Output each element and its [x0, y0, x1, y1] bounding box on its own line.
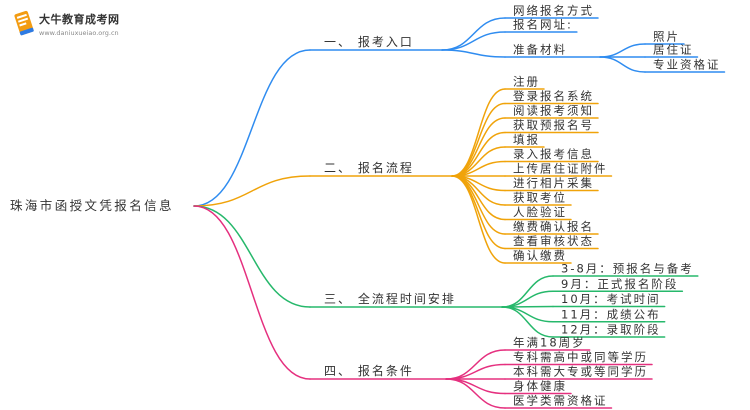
branch-connector	[193, 205, 311, 380]
leaf-label: 网络报名方式	[513, 4, 594, 18]
leaf-connector	[445, 363, 506, 380]
site-logo: 大牛教育成考网 www.daniuxueiao.org.cn	[12, 8, 152, 40]
leaf-connector	[451, 102, 506, 177]
leaf-label: 10月：考试时间	[561, 292, 661, 306]
leaf-label: 专科需高中或同等学历	[513, 350, 648, 364]
leaf-connector	[501, 290, 554, 308]
leaf-label: 缴费确认报名	[513, 220, 594, 234]
branch-label: 三、 全流程时间安排	[324, 291, 456, 306]
branch-connector	[193, 205, 311, 308]
leaf-label: 获取考位	[513, 191, 567, 205]
leaf-connector	[441, 49, 506, 58]
sub-leaf-label: 居住证	[653, 43, 694, 57]
leaf-label: 登录报名系统	[513, 89, 594, 103]
root-topic: 珠海市函授文凭报名信息	[10, 198, 174, 213]
leaf-label: 年满18周岁	[513, 336, 586, 350]
branch-label: 二、 报名流程	[324, 160, 414, 175]
sub-leaf-connector	[599, 43, 646, 58]
logo-url: www.daniuxueiao.org.cn	[39, 29, 119, 37]
logo-title: 大牛教育成考网	[39, 13, 120, 26]
leaf-label: 录入报考信息	[513, 147, 594, 161]
leaf-label: 本科需大专或等同学历	[513, 365, 648, 379]
leaf-connector	[445, 378, 506, 395]
leaf-label: 12月：录取阶段	[561, 323, 661, 337]
leaf-label: 上传居住证附件	[513, 162, 608, 176]
branch-label: 四、 报名条件	[324, 363, 414, 378]
sub-leaf-label: 照片	[653, 30, 680, 44]
leaf-connector	[451, 117, 506, 177]
leaf-label: 9月：正式报名阶段	[561, 277, 678, 291]
leaf-label: 人脸验证	[513, 205, 567, 219]
leaf-connector	[445, 378, 506, 409]
branch-label: 一、 报考入口	[324, 34, 414, 49]
leaf-connector	[441, 17, 506, 51]
mind-map-links	[193, 17, 726, 409]
leaf-label: 填报	[513, 133, 540, 147]
leaf-label: 获取预报名号	[513, 118, 594, 132]
leaf-connector	[501, 306, 554, 338]
book-icon	[14, 10, 34, 36]
leaf-label: 身体健康	[513, 379, 567, 393]
leaf-label: 3-8月：预报名与备考	[561, 262, 694, 276]
leaf-connector	[451, 175, 506, 235]
sub-leaf-label: 专业资格证	[653, 58, 721, 72]
sub-leaf-connector	[599, 56, 646, 73]
leaf-label: 确认缴费	[513, 249, 567, 263]
leaf-label: 阅读报考须知	[513, 104, 594, 118]
leaf-label: 准备材料	[513, 43, 567, 57]
leaf-label: 注册	[513, 75, 540, 89]
leaf-connector	[501, 306, 554, 323]
branch-connector	[193, 49, 311, 207]
leaf-label: 11月：成绩公布	[561, 307, 661, 321]
leaf-connector	[451, 175, 506, 264]
leaf-label: 进行相片采集	[513, 176, 594, 190]
branch-connector	[193, 175, 311, 207]
leaf-label: 报名网址:	[513, 18, 573, 32]
leaf-connector	[451, 175, 506, 250]
leaf-label: 医学类需资格证	[513, 394, 608, 408]
leaf-label: 查看审核状态	[513, 234, 594, 248]
leaf-connector	[451, 88, 506, 177]
